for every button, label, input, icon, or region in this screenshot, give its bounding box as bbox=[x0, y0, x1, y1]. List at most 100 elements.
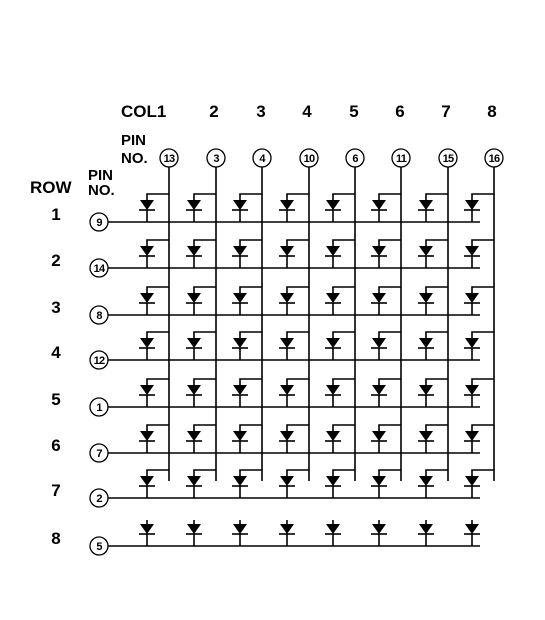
row-pin-8: 5 bbox=[89, 536, 109, 556]
row-pin-number: 2 bbox=[96, 493, 102, 505]
led-r1-c3 bbox=[232, 193, 262, 222]
col-number-3: 3 bbox=[256, 102, 265, 121]
led-r3-c1 bbox=[139, 286, 169, 315]
led-r8-c8 bbox=[464, 520, 480, 546]
led-diode-symbol bbox=[419, 200, 433, 210]
led-diode-symbol bbox=[187, 476, 201, 486]
led-diode-symbol bbox=[326, 524, 340, 534]
led-r3-c3 bbox=[232, 286, 262, 315]
led-r6-c3 bbox=[232, 424, 262, 453]
led-diode-symbol bbox=[140, 476, 154, 486]
led-r2-c5 bbox=[325, 239, 355, 268]
led-diode-symbol bbox=[419, 431, 433, 441]
led-diode-symbol bbox=[326, 338, 340, 348]
led-diode-symbol bbox=[140, 338, 154, 348]
row-pin-number: 14 bbox=[94, 263, 106, 275]
led-diode-symbol bbox=[280, 431, 294, 441]
led-r8-c3 bbox=[232, 520, 248, 546]
col-number-2: 2 bbox=[209, 102, 218, 121]
led-r3-c6 bbox=[371, 286, 401, 315]
led-r2-c2 bbox=[186, 239, 216, 268]
led-diode-symbol bbox=[419, 293, 433, 303]
col-pin-label-line2: NO. bbox=[121, 150, 148, 167]
led-r3-c5 bbox=[325, 286, 355, 315]
led-diode-symbol bbox=[233, 431, 247, 441]
col-pin-6: 11 bbox=[391, 148, 411, 168]
led-diode-symbol bbox=[280, 338, 294, 348]
led-r8-c1 bbox=[139, 520, 155, 546]
led-r5-c2 bbox=[186, 378, 216, 407]
led-diode-symbol bbox=[419, 476, 433, 486]
led-r6-c5 bbox=[325, 424, 355, 453]
col-pin-8: 16 bbox=[484, 148, 504, 168]
led-r4-c3 bbox=[232, 331, 262, 360]
led-diode-symbol bbox=[372, 476, 386, 486]
led-diode-symbol bbox=[465, 431, 479, 441]
led-diode-symbol bbox=[326, 385, 340, 395]
led-r1-c5 bbox=[325, 193, 355, 222]
led-r5-c4 bbox=[279, 378, 309, 407]
led-diode-symbol bbox=[326, 476, 340, 486]
led-r3-c8 bbox=[464, 286, 494, 315]
led-r4-c2 bbox=[186, 331, 216, 360]
led-r5-c1 bbox=[139, 378, 169, 407]
row-number-6: 6 bbox=[51, 436, 60, 455]
row-pin-label-line2: NO. bbox=[88, 182, 115, 199]
led-diode-symbol bbox=[233, 476, 247, 486]
led-r8-c2 bbox=[186, 520, 202, 546]
led-r3-c7 bbox=[418, 286, 448, 315]
led-diode-symbol bbox=[280, 524, 294, 534]
led-r4-c7 bbox=[418, 331, 448, 360]
row-pin-7: 2 bbox=[89, 488, 109, 508]
led-diode-symbol bbox=[233, 293, 247, 303]
led-diode-symbol bbox=[465, 476, 479, 486]
led-r7-c6 bbox=[371, 469, 401, 498]
col-pin-5: 6 bbox=[345, 148, 365, 168]
row-pin-5: 1 bbox=[89, 397, 109, 417]
led-r7-c3 bbox=[232, 469, 262, 498]
row-pin-6: 7 bbox=[89, 443, 109, 463]
col-pin-number: 3 bbox=[213, 153, 219, 165]
led-r8-c6 bbox=[371, 520, 387, 546]
row-pin-number: 9 bbox=[96, 217, 102, 229]
led-diode-symbol bbox=[280, 385, 294, 395]
led-r3-c4 bbox=[279, 286, 309, 315]
led-diode-symbol bbox=[326, 246, 340, 256]
led-r7-c2 bbox=[186, 469, 216, 498]
led-diode-symbol bbox=[140, 385, 154, 395]
led-r3-c2 bbox=[186, 286, 216, 315]
led-diode-symbol bbox=[233, 246, 247, 256]
led-r6-c6 bbox=[371, 424, 401, 453]
led-r2-c1 bbox=[139, 239, 169, 268]
row-number-7: 7 bbox=[51, 481, 60, 500]
row-number-4: 4 bbox=[51, 343, 61, 362]
row-pin-number: 5 bbox=[96, 541, 102, 553]
led-r2-c7 bbox=[418, 239, 448, 268]
led-r2-c3 bbox=[232, 239, 262, 268]
led-diode-symbol bbox=[280, 200, 294, 210]
led-r7-c8 bbox=[464, 469, 494, 498]
col-pin-number: 11 bbox=[396, 153, 407, 165]
led-r6-c2 bbox=[186, 424, 216, 453]
led-diode-symbol bbox=[465, 338, 479, 348]
led-diode-symbol bbox=[140, 431, 154, 441]
col-pin-number: 10 bbox=[304, 153, 315, 165]
led-diode-symbol bbox=[465, 246, 479, 256]
led-r1-c6 bbox=[371, 193, 401, 222]
led-r7-c5 bbox=[325, 469, 355, 498]
led-r4-c4 bbox=[279, 331, 309, 360]
col-pin-number: 15 bbox=[443, 153, 454, 165]
led-r8-c5 bbox=[325, 520, 341, 546]
row-pin-number: 1 bbox=[96, 402, 102, 414]
led-r6-c7 bbox=[418, 424, 448, 453]
row-header-label: ROW bbox=[30, 178, 73, 197]
col-header-label: COL1 bbox=[121, 102, 166, 121]
led-diode-symbol bbox=[140, 524, 154, 534]
col-pin-2: 3 bbox=[206, 148, 226, 168]
led-diode-symbol bbox=[419, 338, 433, 348]
row-pin-4: 12 bbox=[89, 350, 109, 370]
led-diode-symbol bbox=[280, 246, 294, 256]
col-number-4: 4 bbox=[302, 102, 312, 121]
row-number-5: 5 bbox=[51, 390, 60, 409]
